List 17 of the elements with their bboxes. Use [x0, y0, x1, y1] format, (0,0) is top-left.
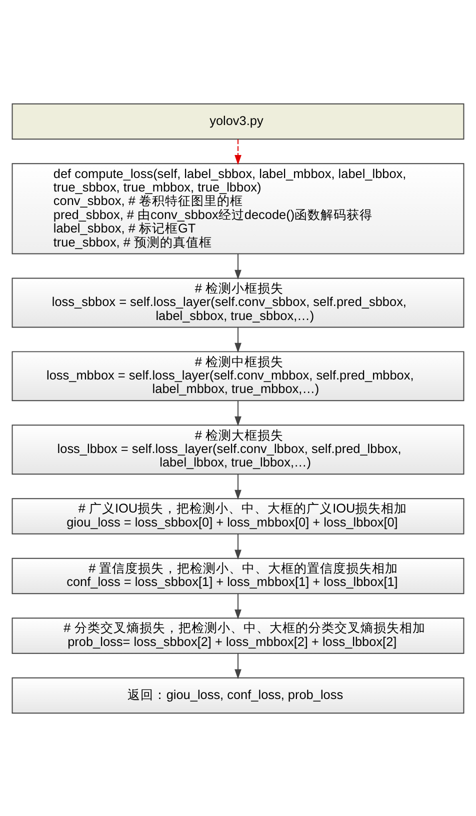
node-box: def compute_loss(self, label_sbbox, label_mbbox, label_lbbox, true_sbbox, true_mbbox, true_lbbox) conv_sbbox, # 卷积特征图里的框 pred_sbbox, # 由conv_sbbox经过decode()函数解码获得 label_sbbox, # 标记框GT true_sbbox, # 预测的真值框 [12, 162, 464, 254]
node-box: # 检测小框损失 loss_sbbox = self.loss_layer(self.conv_sbbox, self.pred_sbbox, label_sbbox, true_sbbox,…) [12, 277, 464, 328]
arrow [234, 592, 242, 619]
node-box: # 广义IOU损失，把检测小、中、大框的广义IOU损失相加 giou_loss = loss_sbbox[0] + loss_mbbox[0] + loss_lbbox[0] [12, 498, 464, 534]
node-box: yolov3.py [12, 102, 464, 140]
arrow [234, 138, 242, 164]
node-box: # 检测中框损失 loss_mbbox = self.loss_layer(self.conv_mbbox, self.pred_mbbox, label_mbbox, true_mbbox,…) [12, 350, 464, 401]
node-box: # 置信度损失，把检测小、中、大框的置信度损失相加 conf_loss = loss_sbbox[1] + loss_mbbox[1] + loss_lbbox[1] [12, 557, 464, 594]
arrow [234, 473, 242, 500]
arrow [234, 252, 242, 280]
node-box: 返回：giou_loss, conf_loss, prob_loss [12, 676, 464, 714]
node-box: # 检测大框损失 loss_lbbox = self.loss_layer(self.conv_lbbox, self.pred_lbbox, label_lbbox, true_lbbox,…) [12, 424, 464, 474]
node-box: # 分类交叉熵损失，把检测小、中、大框的分类交叉熵损失相加 prob_loss= loss_sbbox[2] + loss_mbbox[2] + loss_lbbox[2] [12, 617, 464, 654]
arrow [234, 326, 242, 352]
arrow [234, 400, 242, 426]
arrow [234, 652, 242, 679]
arrow [234, 532, 242, 560]
